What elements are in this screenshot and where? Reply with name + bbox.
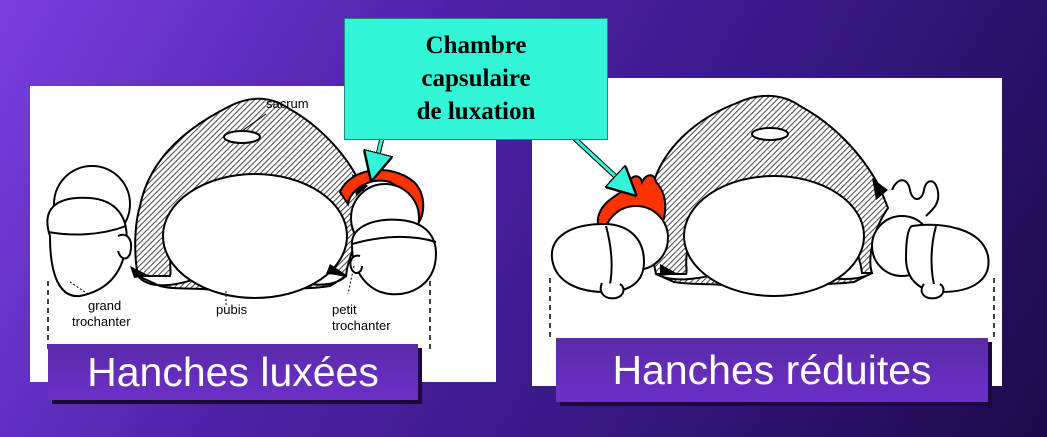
femur-left xyxy=(550,222,646,294)
caption-dislocated-hips: Hanches luxées xyxy=(48,344,418,400)
pelvis-reduced-drawing xyxy=(549,94,995,340)
callout-capsule-chamber: Chambre capsulaire de luxation xyxy=(344,18,608,140)
capsule-wavy-right xyxy=(891,179,940,217)
pelvic-opening xyxy=(162,173,348,299)
label-sacrum: sacrum xyxy=(266,96,309,111)
pelvic-opening xyxy=(683,175,865,297)
callout-line-2: capsulaire xyxy=(421,65,531,92)
caption-reduced-hips: Hanches réduites xyxy=(556,338,988,402)
diagram-reduced-hips xyxy=(532,78,1002,386)
femur-left xyxy=(46,196,128,298)
pelvis-dislocated-drawing: sacrum grand trochanter pubis petit troc… xyxy=(46,96,437,351)
label-petit: petit xyxy=(332,302,357,317)
sacrum-foramen xyxy=(751,127,789,141)
femur-right xyxy=(350,218,437,296)
callout-line-1: Chambre xyxy=(425,32,527,59)
callout-line-3: de luxation xyxy=(416,98,536,125)
label-trochanter-left: trochanter xyxy=(72,314,131,329)
femur-right xyxy=(904,223,990,294)
sacrum-foramen xyxy=(223,130,261,144)
label-trochanter-right: trochanter xyxy=(332,318,391,333)
label-grand: grand xyxy=(88,298,121,313)
pelvis-bone xyxy=(648,94,890,275)
label-pubis: pubis xyxy=(216,302,248,317)
